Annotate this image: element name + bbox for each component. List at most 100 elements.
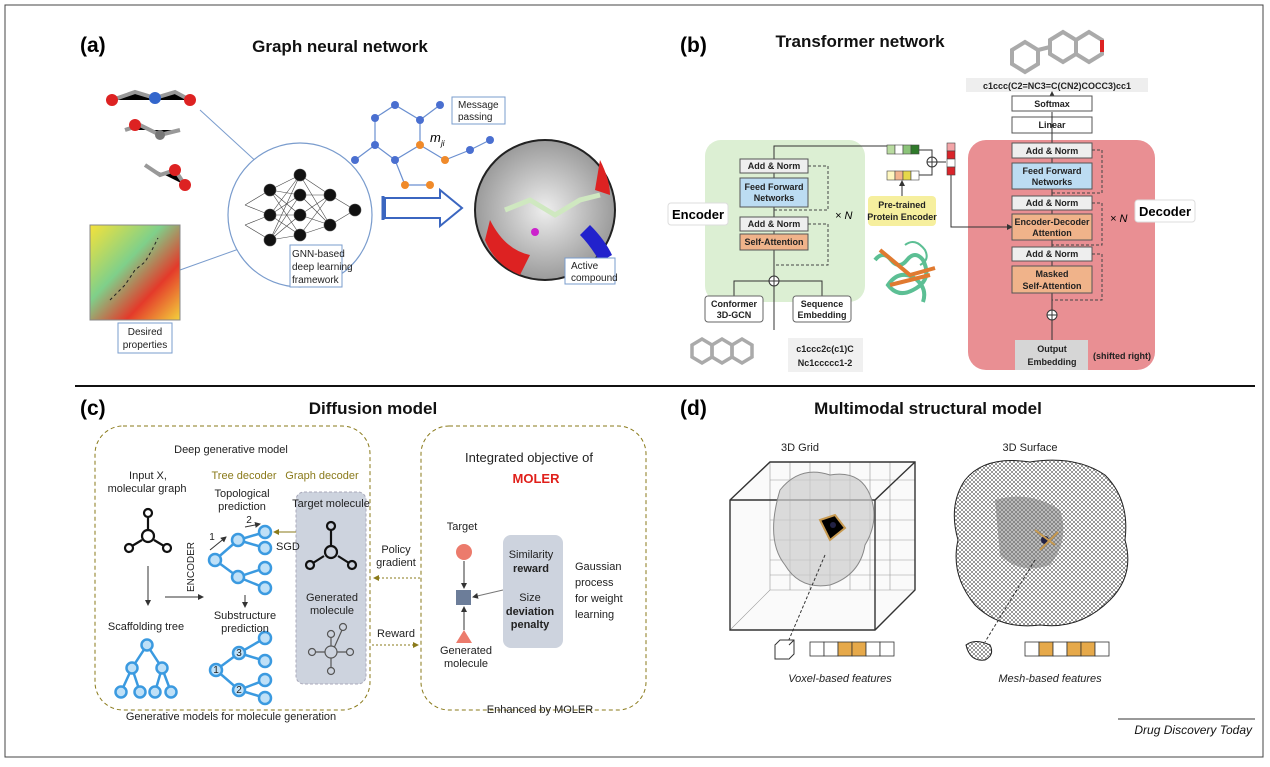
size-penalty-label-3: penalty	[511, 619, 550, 631]
encoder-decoder-attention-2: Attention	[1032, 228, 1072, 238]
journal-name: Drug Discovery Today	[1134, 723, 1253, 737]
panel-title-c: Diffusion model	[309, 399, 437, 418]
substructure-label-2: prediction	[221, 623, 269, 635]
encoder-feed-forward: Feed Forward	[744, 182, 803, 192]
gnn-framework-label-2: deep learning	[292, 262, 353, 273]
panel-title-a: Graph neural network	[252, 37, 428, 56]
shifted-right-label: (shifted right)	[1093, 351, 1151, 361]
generated-label: Generated	[440, 645, 492, 657]
enhanced-by-moler-label: Enhanced by MOLER	[487, 704, 593, 716]
tree-decoder-label: Tree decoder	[211, 470, 276, 482]
gaussian-label: Gaussian	[575, 561, 621, 573]
protein-ribbon-graphic	[873, 240, 936, 303]
input-x-label-2: molecular graph	[108, 483, 187, 495]
decoder-head: Softmax Linear	[1011, 95, 1093, 143]
output-smiles: c1ccc(C2=NC3=C(CN2)COCC3)cc1	[983, 81, 1131, 91]
target-molecule-graphic	[304, 520, 358, 571]
panel-label-d: (d)	[680, 397, 707, 420]
topological-label-2: prediction	[218, 501, 266, 513]
hollow-arrow-icon	[384, 187, 464, 229]
input-molecule-graph	[123, 507, 173, 554]
desired-properties-label-2: properties	[123, 340, 167, 351]
tree-number: 1	[209, 532, 215, 543]
gnn-framework-label: GNN-based	[292, 249, 345, 260]
voxel-features-label: Voxel-based features	[788, 673, 892, 685]
conformer-label: Conformer	[711, 299, 757, 309]
target-circle-icon	[456, 544, 472, 560]
panel-d: (d) Multimodal structural model 3D Grid …	[680, 397, 1129, 685]
substructure-label: Substructure	[214, 610, 276, 622]
decoder-feed-forward: Feed Forward	[1022, 166, 1081, 176]
generated-triangle-icon	[456, 630, 472, 643]
decoder-times-n: × N	[1110, 213, 1127, 225]
objective-square-icon	[456, 590, 471, 605]
panel-label-c: (c)	[80, 397, 106, 420]
protein-feature-vector	[886, 170, 920, 181]
policy-gradient-label: Policy	[381, 544, 411, 556]
message-symbol: m	[430, 130, 441, 145]
tree-number: 2	[246, 515, 252, 526]
panel-label-a: (a)	[80, 34, 106, 57]
output-embedding-label: Output	[1037, 344, 1067, 354]
active-compound-label-2: compound	[571, 273, 618, 284]
mesh-icon	[965, 641, 993, 661]
generated-molecule-label: Generated	[306, 592, 358, 604]
surface-label: 3D Surface	[1002, 442, 1057, 454]
decoder-label: Decoder	[1139, 204, 1191, 219]
property-heatmap	[89, 224, 181, 321]
masked-self-attention: Masked	[1035, 269, 1068, 279]
neural-network-graphic	[244, 168, 362, 247]
output-molecule-graphic	[1010, 29, 1104, 75]
grid-label: 3D Grid	[781, 442, 819, 454]
generated-label-2: molecule	[444, 658, 488, 670]
mesh-features-label: Mesh-based features	[998, 673, 1102, 685]
encoder-feature-vector	[886, 144, 920, 155]
input-smiles-1: c1ccc2c(c1)C	[796, 344, 854, 354]
message-passing-label-2: passing	[458, 112, 492, 123]
encoder-vertical-label: ENCODER	[186, 542, 197, 592]
molecule-3d-models	[106, 89, 196, 191]
protein-encoder-label: Pre-trained	[878, 200, 926, 210]
voxel-icon	[774, 639, 795, 660]
sequence-embedding-label-2: Embedding	[798, 310, 847, 320]
tree-number: 2	[236, 685, 242, 696]
mesh-feature-vector	[1024, 641, 1110, 657]
deep-generative-label: Deep generative model	[174, 444, 288, 456]
encoder-self-attention: Self-Attention	[745, 237, 804, 247]
panel-b: (b) Transformer network c1ccc(C2=NC3=C(C…	[667, 29, 1196, 372]
masked-self-attention-2: Self-Attention	[1023, 281, 1082, 291]
input-molecule-graphic	[690, 336, 754, 366]
panel-label-b: (b)	[680, 34, 707, 57]
decoder-add-norm-low: Add & Norm	[1026, 249, 1079, 259]
size-penalty-label: Size	[519, 592, 540, 604]
tree-number: 3	[236, 648, 242, 659]
panel-title-d: Multimodal structural model	[814, 399, 1042, 418]
gaussian-label-4: learning	[575, 609, 614, 621]
encoder-add-norm-top: Add & Norm	[748, 161, 801, 171]
reward-label: Reward	[377, 628, 415, 640]
target-molecule-label: Target molecule	[292, 498, 370, 510]
input-x-label: Input X,	[129, 470, 167, 482]
decoder-add-norm-top: Add & Norm	[1026, 146, 1079, 156]
size-penalty-label-2: deviation	[506, 606, 555, 618]
generated-molecule-label-2: molecule	[310, 605, 354, 617]
policy-gradient-label-2: gradient	[376, 557, 416, 569]
encoder-times-n: × N	[835, 210, 852, 222]
conformer-label-2: 3D-GCN	[717, 310, 752, 320]
panel-title-b: Transformer network	[775, 32, 945, 51]
message-passing-label: Message	[458, 100, 499, 111]
tree-number: 1	[213, 665, 219, 676]
figure-border	[4, 4, 1264, 758]
graph-decoder-label: Graph decoder	[285, 470, 359, 482]
active-compound-label: Active	[571, 261, 599, 272]
similarity-label-2: reward	[513, 563, 549, 575]
similarity-label: Similarity	[509, 549, 554, 561]
target-label: Target	[447, 521, 478, 533]
integrated-objective-label: Integrated objective of	[465, 450, 593, 465]
decoder-add-norm-mid: Add & Norm	[1026, 198, 1079, 208]
sequence-embedding-label: Sequence	[801, 299, 844, 309]
message-subscript: ji	[440, 139, 445, 148]
voxel-feature-vector	[809, 641, 895, 657]
combined-feature-vector	[946, 142, 956, 176]
